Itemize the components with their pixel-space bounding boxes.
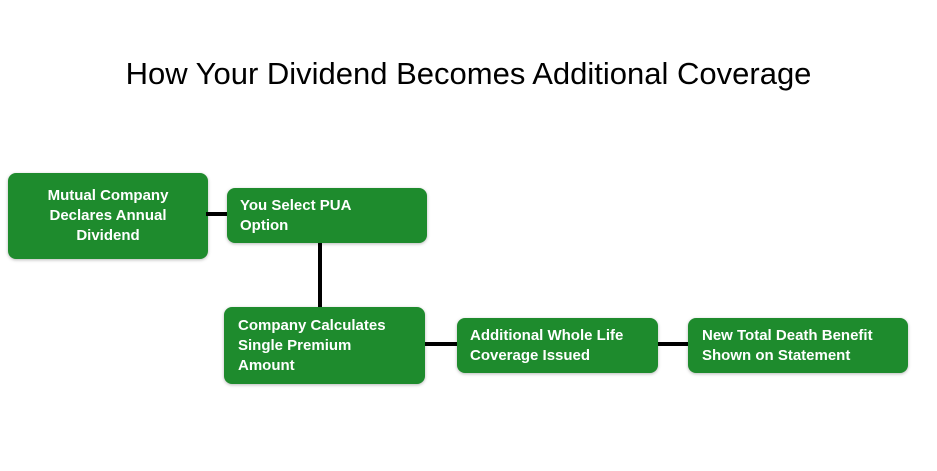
flow-node-line: Amount (238, 356, 295, 374)
flow-node-mutual-company-declares-dividend: Mutual Company Declares Annual Dividend (8, 173, 208, 259)
flow-node-new-total-death-benefit: New Total Death Benefit Shown on Stateme… (688, 318, 908, 373)
flow-node-line: You Select PUA (240, 196, 352, 214)
connector-declare-to-select (206, 212, 227, 216)
flow-node-line: Additional Whole Life (470, 326, 624, 344)
flow-node-additional-coverage-issued: Additional Whole Life Coverage Issued (457, 318, 658, 373)
flow-node-line: Declares Annual (49, 207, 167, 224)
flow-node-line: New Total Death Benefit (702, 326, 873, 344)
flow-node-line: Dividend (76, 227, 140, 244)
connector-issued-to-statement (658, 342, 688, 346)
flow-node-line: Shown on Statement (702, 346, 851, 364)
connector-calculate-to-issued (425, 342, 457, 346)
connector-select-to-calculate (318, 243, 322, 307)
flow-node-you-select-pua-option: You Select PUA Option (227, 188, 427, 243)
flow-node-line: Option (240, 216, 289, 234)
flow-node-line: Mutual Company (47, 187, 169, 204)
flow-node-company-calculates-premium: Company Calculates Single Premium Amount (224, 307, 425, 384)
flow-node-line: Company Calculates (238, 316, 386, 334)
flow-node-line: Coverage Issued (470, 346, 591, 364)
page-title: How Your Dividend Becomes Additional Cov… (125, 56, 812, 91)
flow-node-line: Single Premium (238, 336, 352, 354)
